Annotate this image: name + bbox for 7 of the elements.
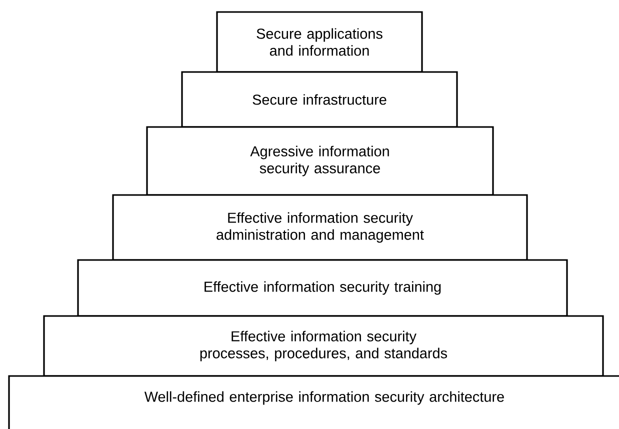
pyramid-tier-box: Well-defined enterprise information security architecture	[8, 375, 619, 429]
pyramid-tier-box: Agressive information security assurance	[146, 126, 494, 196]
pyramid-tier-box: Secure applications and information	[216, 11, 423, 73]
pyramid-tier-box: Effective information security training	[77, 259, 568, 317]
pyramid-tier-box: Secure infrastructure	[181, 71, 458, 128]
pyramid-tier-box: Effective information security administration and management	[112, 194, 528, 261]
pyramid-tier-box: Effective information security processes, procedures, and standards	[43, 315, 604, 377]
